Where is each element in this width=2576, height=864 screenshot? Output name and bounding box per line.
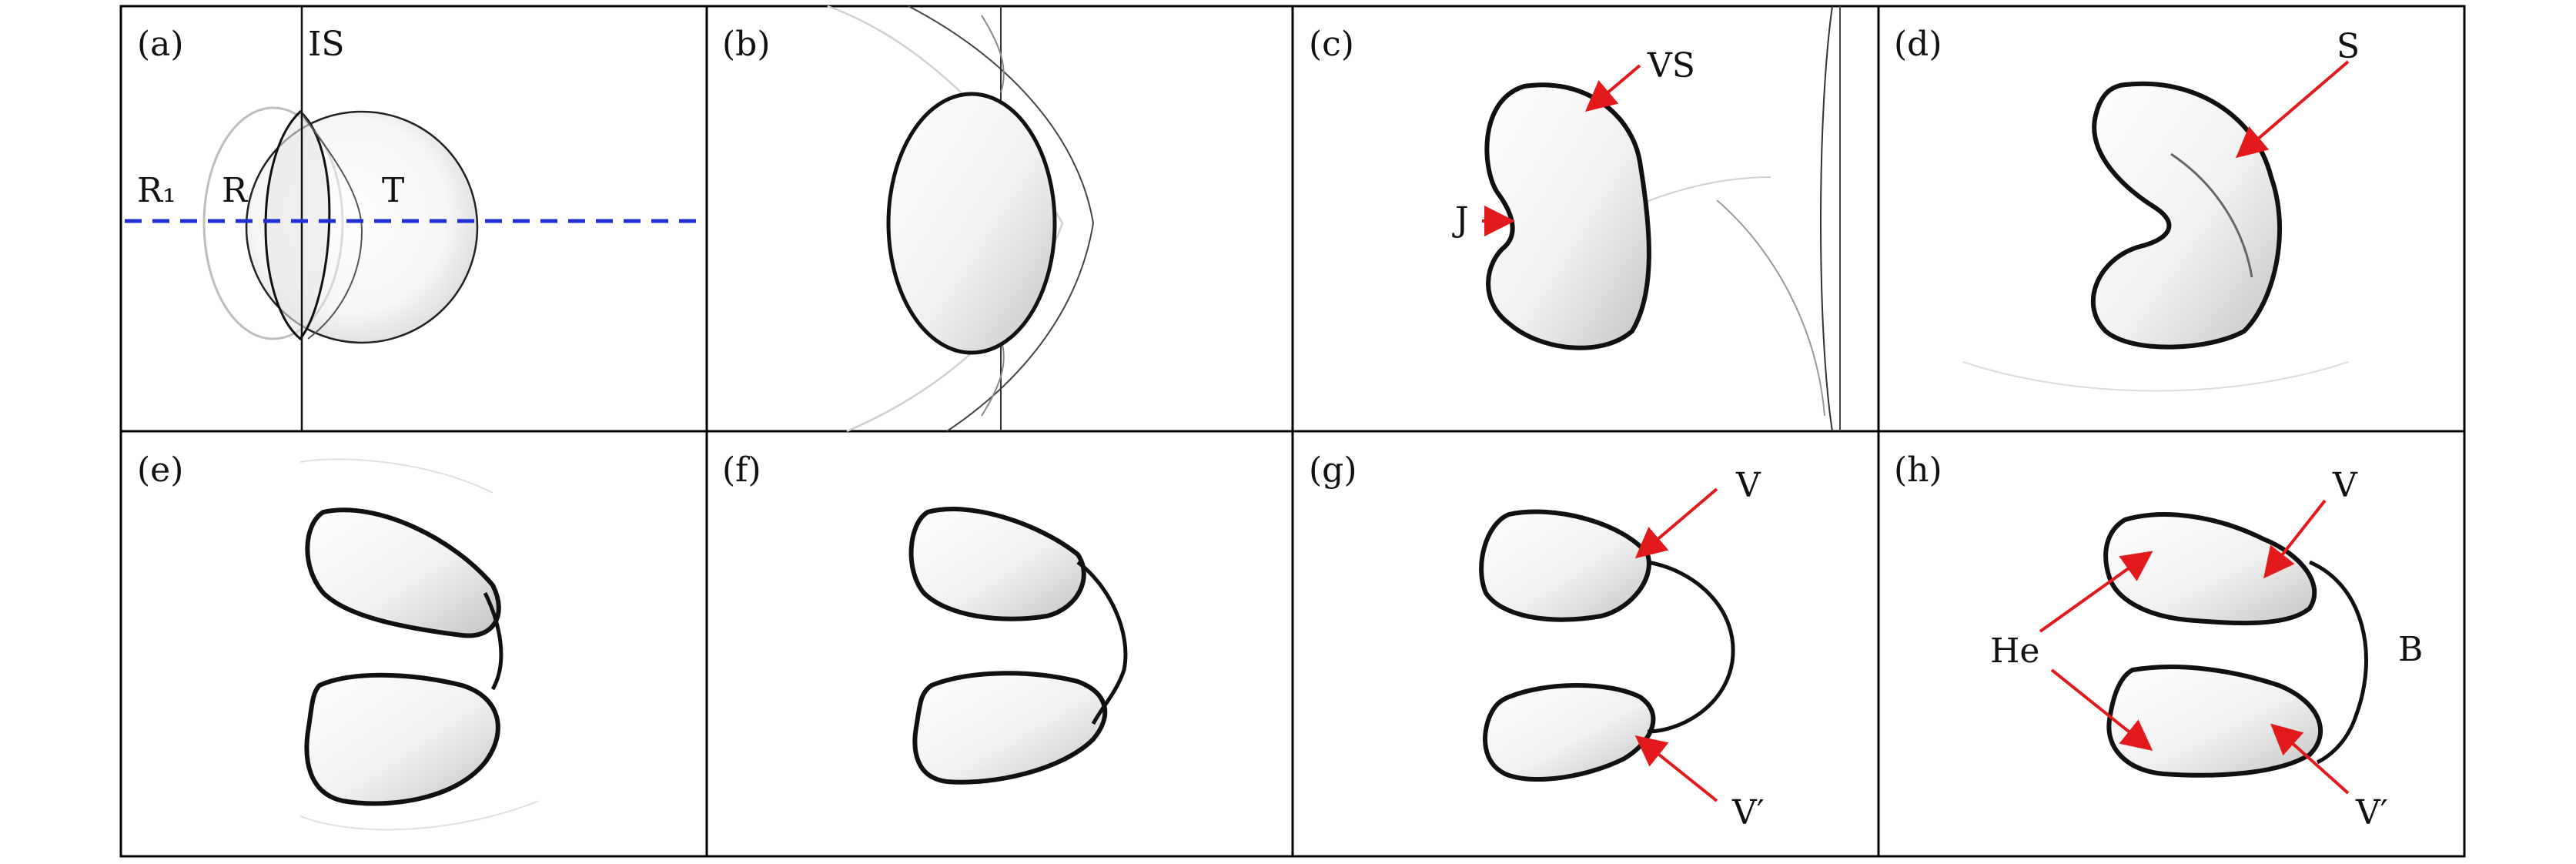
- arrow-VS: [1584, 64, 1641, 112]
- arrow-S: [2235, 60, 2350, 159]
- panel-g: (g) V V′: [1309, 450, 1765, 832]
- panel-label-c: (c): [1309, 25, 1354, 64]
- gas-interface: [264, 109, 331, 341]
- annotation-He: He: [1990, 631, 2039, 671]
- panel-b: (b): [722, 5, 1095, 433]
- bubble-upper: [2103, 512, 2317, 626]
- arrow-V-prime: [2270, 723, 2350, 795]
- panel-frames: [119, 5, 2466, 858]
- annotation-R1: R₁: [137, 171, 176, 210]
- arrow-V-prime: [1634, 735, 1718, 802]
- panel-label-h: (h): [1894, 450, 1942, 490]
- bubble-lower: [304, 672, 500, 806]
- bubble: [2090, 81, 2282, 350]
- arrow-He-lower: [2050, 668, 2153, 751]
- annotation-R: R: [222, 171, 249, 210]
- bubble-upper: [1479, 509, 1651, 622]
- bubble: [886, 92, 1057, 355]
- panel-label-a: (a): [137, 25, 184, 64]
- annotation-S: S: [2337, 27, 2360, 66]
- annotation-V: V: [2332, 466, 2358, 505]
- panel-label-b: (b): [722, 25, 771, 64]
- panel-d: (d) S: [1894, 25, 2360, 392]
- panel-a: (a) IS R₁ R T: [125, 6, 697, 431]
- bubble-lower: [1483, 683, 1656, 782]
- annotation-V-prime: V′: [1731, 793, 1765, 832]
- panel-label-g: (g): [1309, 450, 1357, 490]
- annotation-V: V: [1735, 466, 1761, 505]
- arrow-V: [2263, 499, 2327, 579]
- panel-label-d: (d): [1894, 25, 1942, 64]
- arrow-V: [1634, 487, 1718, 559]
- annotation-V-prime: V′: [2355, 793, 2388, 832]
- bubble-upper: [908, 507, 1086, 621]
- bubble-lower: [912, 671, 1108, 785]
- panel-label-e: (e): [137, 450, 183, 490]
- bubble: [1484, 82, 1651, 350]
- bubble-lower: [2106, 665, 2323, 778]
- arrow-He-upper: [2039, 551, 2153, 633]
- annotation-VS: VS: [1647, 46, 1695, 85]
- annotation-J: J: [1452, 200, 1469, 239]
- annotation-B: B: [2398, 630, 2423, 669]
- annotation-T: T: [382, 171, 404, 210]
- panel-c: (c) VS J: [1309, 5, 1841, 432]
- panel-label-f: (f): [722, 450, 761, 490]
- annotation-IS: IS: [308, 25, 345, 64]
- panel-e: (e): [137, 450, 540, 831]
- bubble-upper: [305, 507, 501, 638]
- panel-h: (h) V He B V′: [1894, 450, 2423, 832]
- panel-f: (f): [722, 450, 1128, 785]
